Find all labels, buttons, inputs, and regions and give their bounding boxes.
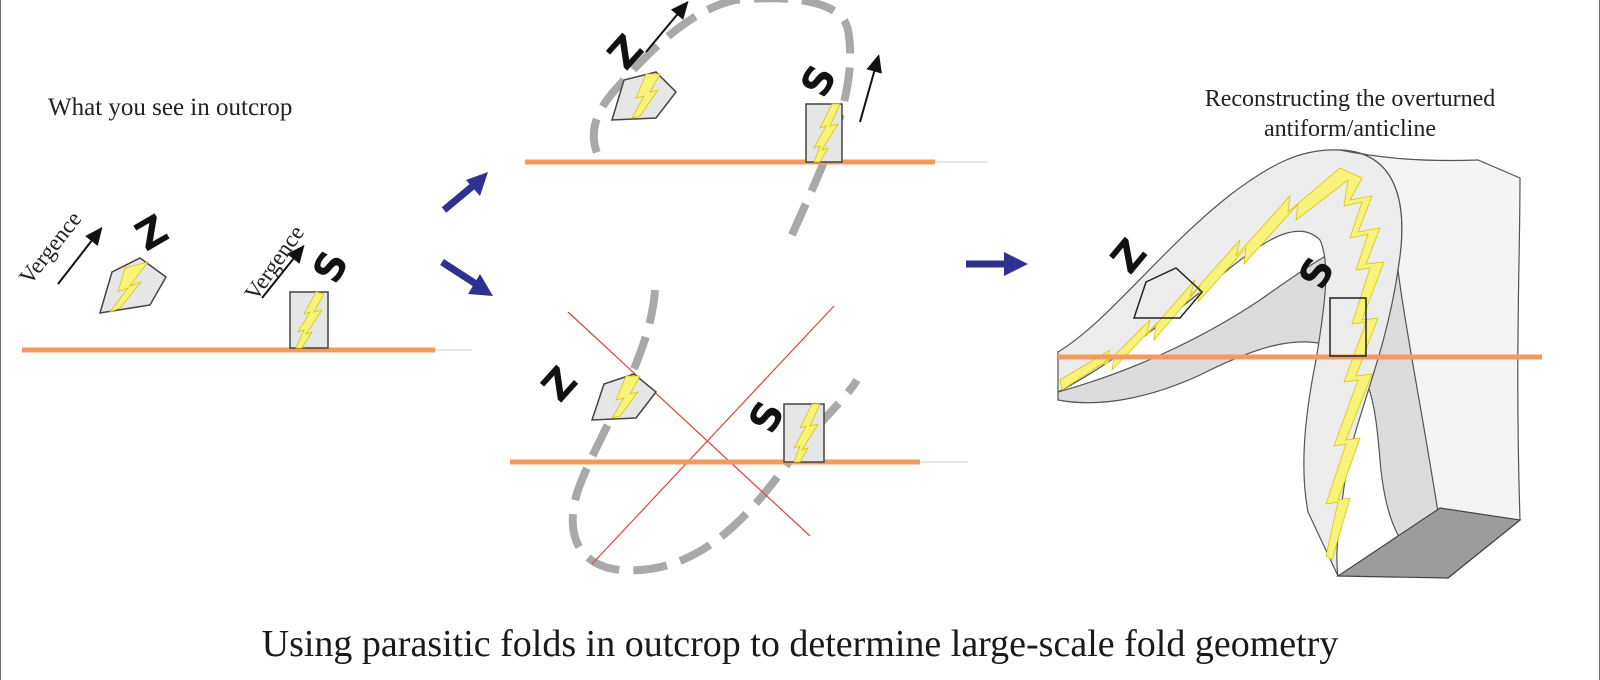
antiform-reconstruction: Z S [1057,149,1542,580]
z-fold-label-bottom: Z [533,358,587,410]
z-fold-outline-reconstruction [1132,267,1204,319]
arrow-up-right-head [466,172,488,196]
blue-arrow-right [966,252,1028,276]
arrow-down-right-head [468,274,493,296]
figure-caption: Using parasitic folds in outcrop to dete… [261,623,1339,665]
reconstruct-title: Reconstructing the overturned antiform/a… [1204,86,1496,142]
interpretation-top-panel: Z S [525,0,988,237]
rejected-line-1 [567,311,811,537]
outcrop-panel: Z Vergence S Vergence [14,206,472,353]
s-fold-block-top [805,103,843,163]
s-fold-outline-reconstruction [1329,297,1367,357]
s-fold-block-bottom [783,403,825,463]
blue-arrows-left [440,172,493,296]
s-fold-label: S [304,244,358,291]
antiform-end-face [1336,507,1522,579]
s-fold-block [289,291,329,349]
vergence-label-1: Vergence [14,207,86,289]
antiform-vein [1059,167,1385,561]
rejected-line-2 [591,305,835,565]
s-fold-label-top: S [792,58,846,105]
z-fold-label: Z [128,206,176,260]
vergence-arrow-top-s [859,54,882,123]
z-fold-block [98,257,167,314]
z-fold-label-top: Z [599,26,653,78]
antiform-surface [1057,149,1403,577]
vergence-arrow-top-z [645,0,689,53]
vergence-arrow-1 [57,226,103,285]
z-fold-block-top [610,71,677,121]
vergence-arrow-2 [261,244,305,299]
outcrop-title: What you see in outcrop [48,94,293,121]
interpretation-bottom-panel: Z S [510,289,968,575]
z-fold-block-bottom [590,373,658,421]
